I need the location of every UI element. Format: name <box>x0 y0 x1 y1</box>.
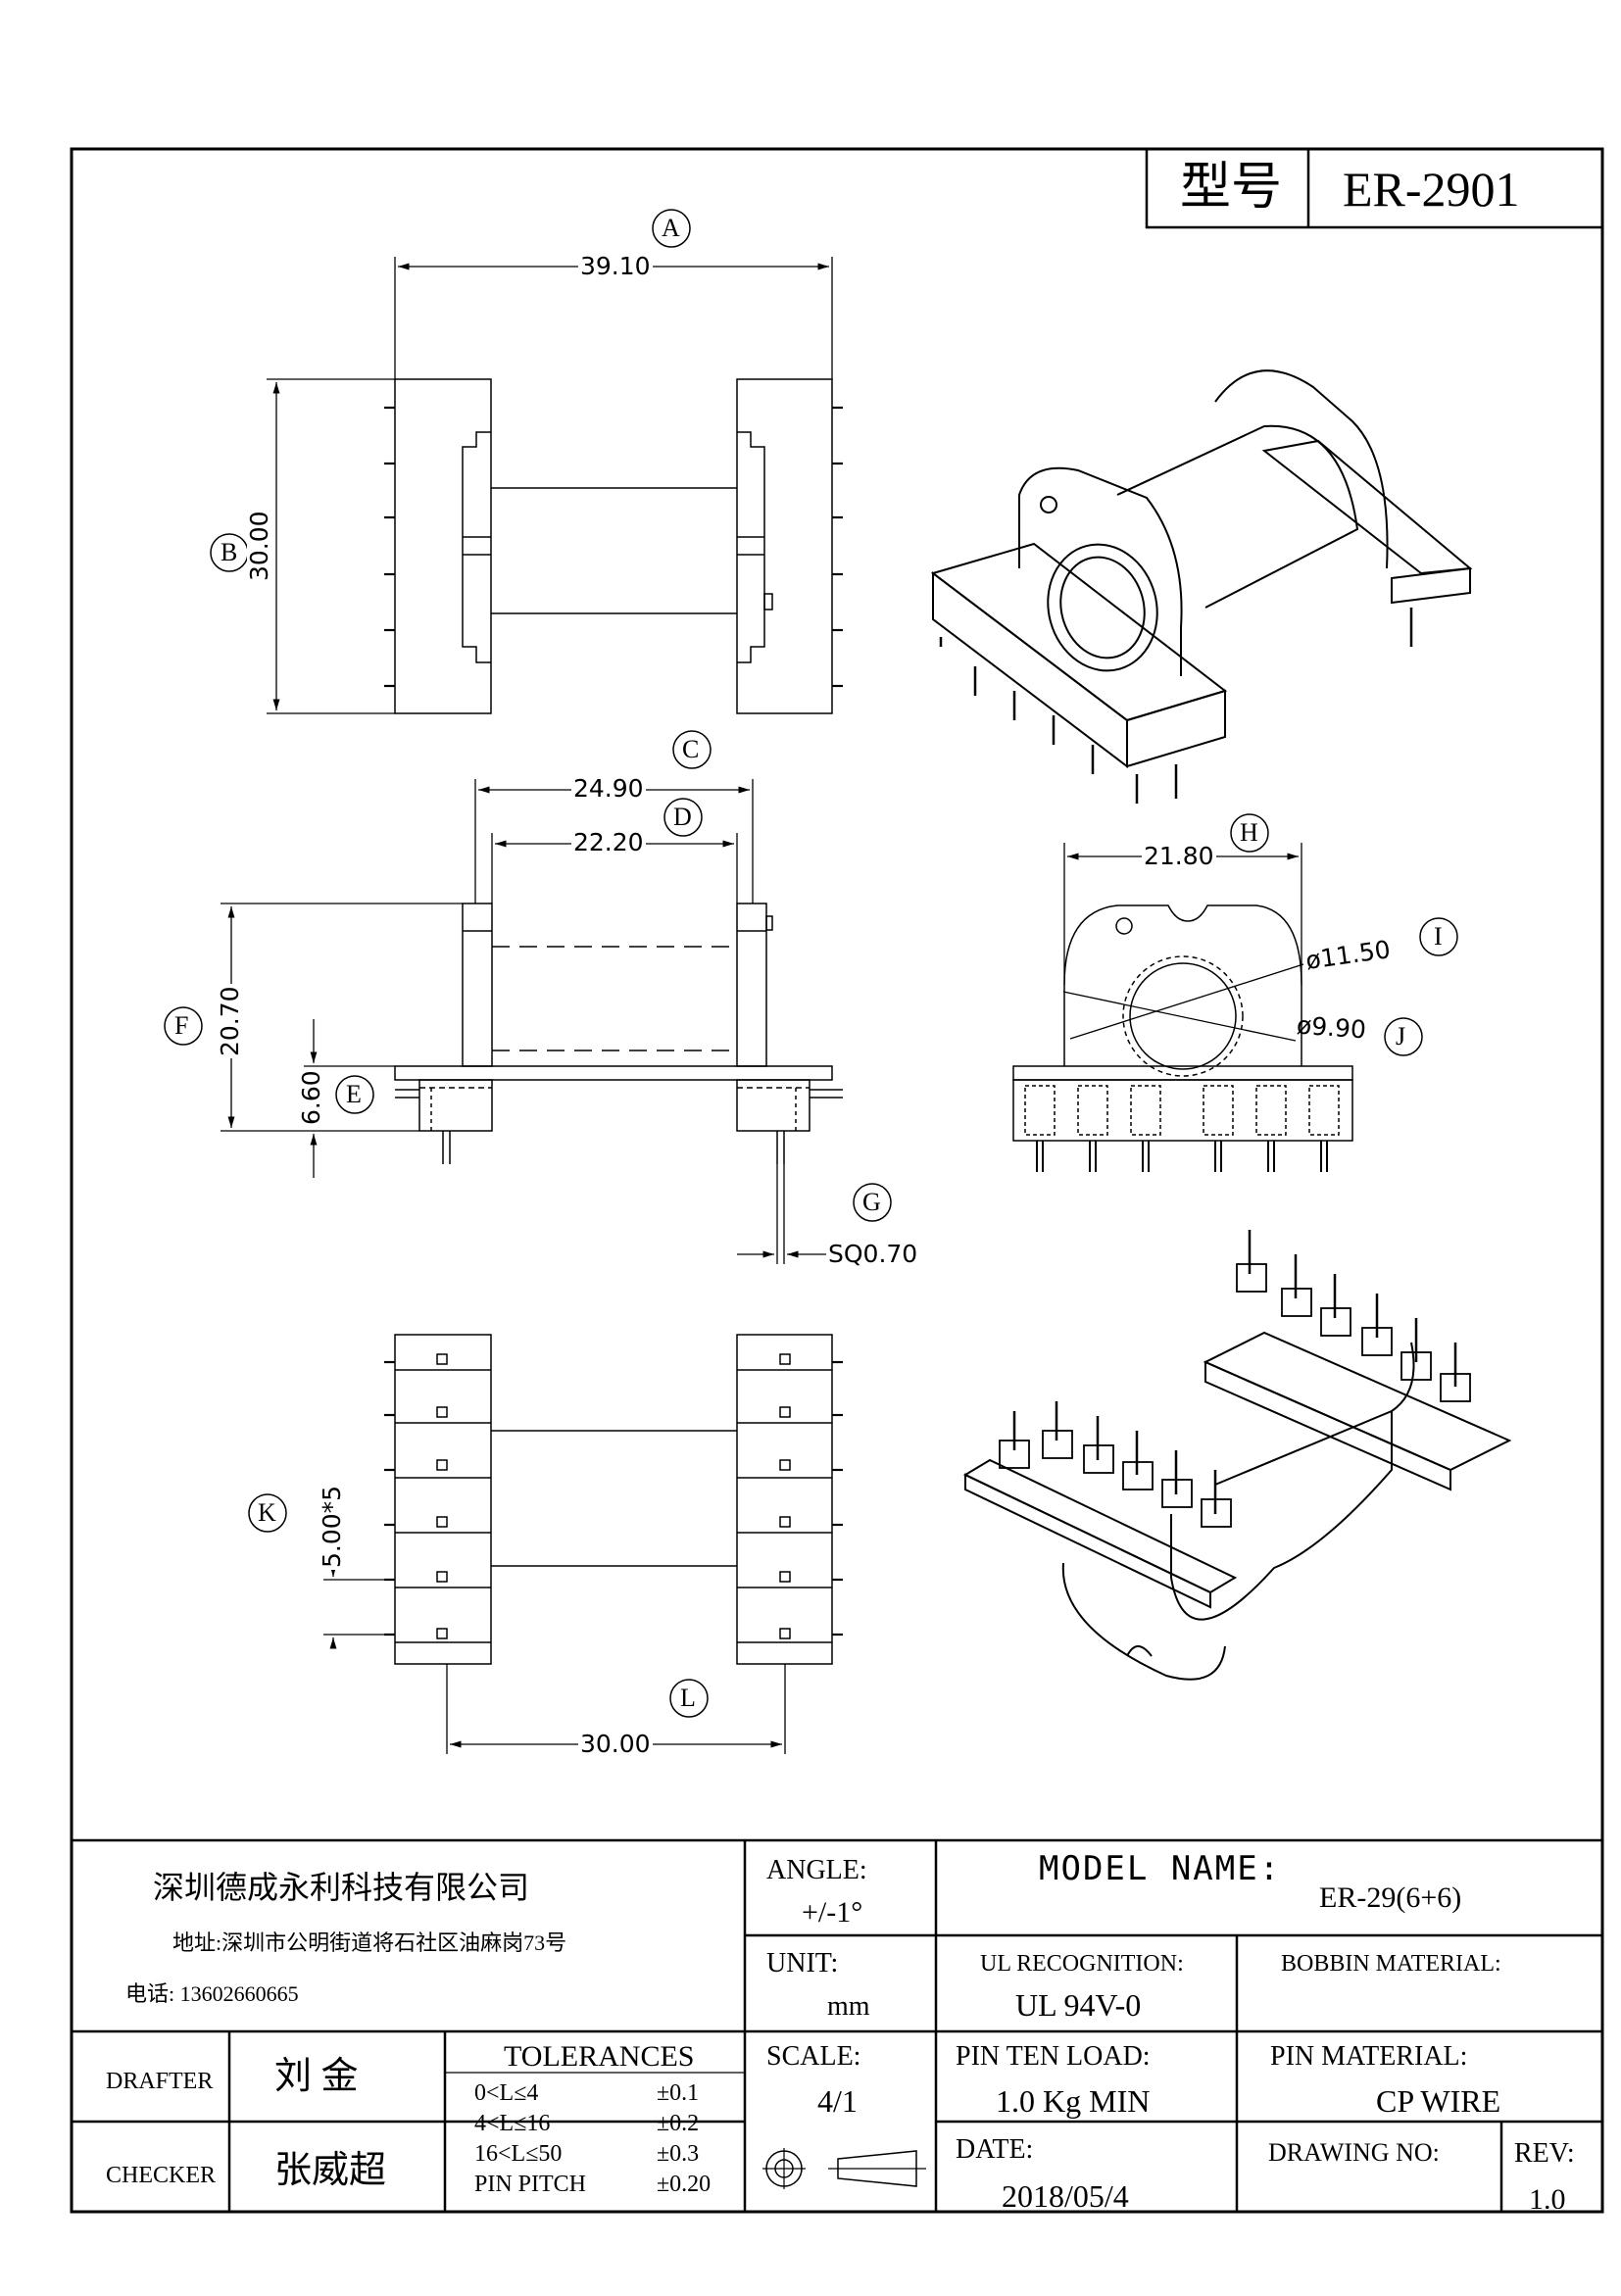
callout-d: D <box>673 803 692 831</box>
ul-value: UL 94V-0 <box>1015 1987 1142 2023</box>
tolerance-range: 4<L≤16 <box>474 2111 551 2136</box>
drawing-no-label: DRAWING NO: <box>1268 2138 1440 2167</box>
callout-k: K <box>258 1498 276 1527</box>
tolerance-range: 16<L≤50 <box>474 2141 563 2167</box>
callout-h: H <box>1240 818 1258 847</box>
callout-a: A <box>662 214 680 242</box>
tolerance-value: ±0.3 <box>657 2141 700 2167</box>
dim-b-lines <box>267 378 395 714</box>
dimension-callouts <box>164 209 1458 1718</box>
tolerance-value: ±0.1 <box>657 2080 700 2106</box>
dim-f-value: 20.70 <box>216 984 244 1058</box>
rev-clip: 1.0 <box>1505 2177 1599 2210</box>
isometric-view-top <box>930 369 1473 804</box>
dim-d-value: 22.20 <box>571 828 646 856</box>
pin-material-value: CP WIRE <box>1376 2083 1501 2119</box>
callout-b: B <box>221 538 238 566</box>
dim-b-value: 30.00 <box>245 509 273 583</box>
callout-l: L <box>680 1684 696 1712</box>
tolerance-table: 0<L≤4 ±0.1 4<L≤16 ±0.2 16<L≤50 ±0.3 PIN … <box>470 2079 740 2209</box>
rev-label: REV: <box>1514 2138 1575 2169</box>
angle-label: ANGLE: <box>766 1855 867 1885</box>
callout-i: I <box>1434 922 1443 951</box>
pin-material-label: PIN MATERIAL: <box>1270 2041 1468 2072</box>
dim-g-lines <box>737 1164 826 1264</box>
side-view <box>1012 904 1353 1172</box>
callout-j: J <box>1396 1022 1406 1050</box>
dim-c-value: 24.90 <box>571 774 646 803</box>
company-address: 地址:深圳市公明街道将石社区油麻岗73号 <box>172 1930 567 1955</box>
isometric-view-bottom <box>962 1230 1512 1681</box>
callout-g: G <box>862 1188 881 1216</box>
date-label: DATE: <box>956 2134 1034 2165</box>
dim-h-i-j-lines <box>1062 843 1304 1042</box>
model-name-label: MODEL NAME: <box>1039 1849 1282 1888</box>
model-value: ER-2901 <box>1343 162 1520 217</box>
dim-a-value: 39.10 <box>578 252 653 280</box>
title-block-grid <box>72 147 1604 2212</box>
dim-j-value: ø9.90 <box>1296 1010 1367 1045</box>
rev-value: 1.0 <box>1529 2183 1566 2210</box>
dim-g-value: SQ0.70 <box>828 1240 918 1268</box>
front-view <box>394 903 843 1164</box>
checker-label: CHECKER <box>106 2163 217 2188</box>
date-value: 2018/05/4 <box>1002 2178 1129 2208</box>
tolerance-range: 0<L≤4 <box>474 2080 539 2106</box>
unit-label: UNIT: <box>766 1948 839 1978</box>
pin-load-value: 1.0 Kg MIN <box>996 2083 1151 2119</box>
date-clip: 2018/05/4 <box>941 2171 1230 2208</box>
tolerances-label: TOLERANCES <box>504 2040 695 2073</box>
scale-value: 4/1 <box>817 2083 858 2119</box>
scale-label: SCALE: <box>766 2041 861 2072</box>
dim-h-value: 21.80 <box>1142 842 1216 870</box>
callout-e: E <box>346 1080 362 1108</box>
drafter-value: 刘 金 <box>274 2056 359 2097</box>
tolerance-value: ±0.20 <box>657 2172 712 2197</box>
drafter-label: DRAFTER <box>106 2069 214 2094</box>
tolerance-value: ±0.2 <box>657 2111 700 2136</box>
unit-value: mm <box>827 1991 870 2022</box>
ul-label: UL RECOGNITION: <box>980 1951 1184 1977</box>
checker-value: 张威超 <box>274 2150 387 2191</box>
dim-e-value: 6.60 <box>297 1068 325 1127</box>
dim-f-e-lines <box>221 903 463 1178</box>
dim-k-value: 5.00*5 <box>318 1483 346 1570</box>
model-name-value: ER-29(6+6) <box>1319 1881 1462 1914</box>
top-view <box>384 378 843 714</box>
tolerance-range: PIN PITCH <box>474 2172 587 2197</box>
sheet-border <box>70 147 1604 2214</box>
bottom-view <box>384 1334 843 1665</box>
model-label: 型号 <box>1180 160 1283 216</box>
bobbin-label: BOBBIN MATERIAL: <box>1281 1951 1501 1977</box>
company-name: 深圳德成永利科技有限公司 <box>153 1870 530 1905</box>
callout-c: C <box>682 735 700 763</box>
callout-f: F <box>174 1011 189 1040</box>
angle-value: +/-1° <box>802 1896 863 1929</box>
company-phone: 电话: 13602660665 <box>125 1981 299 2006</box>
pin-load-label: PIN TEN LOAD: <box>956 2041 1151 2072</box>
dim-l-value: 30.00 <box>578 1730 653 1758</box>
